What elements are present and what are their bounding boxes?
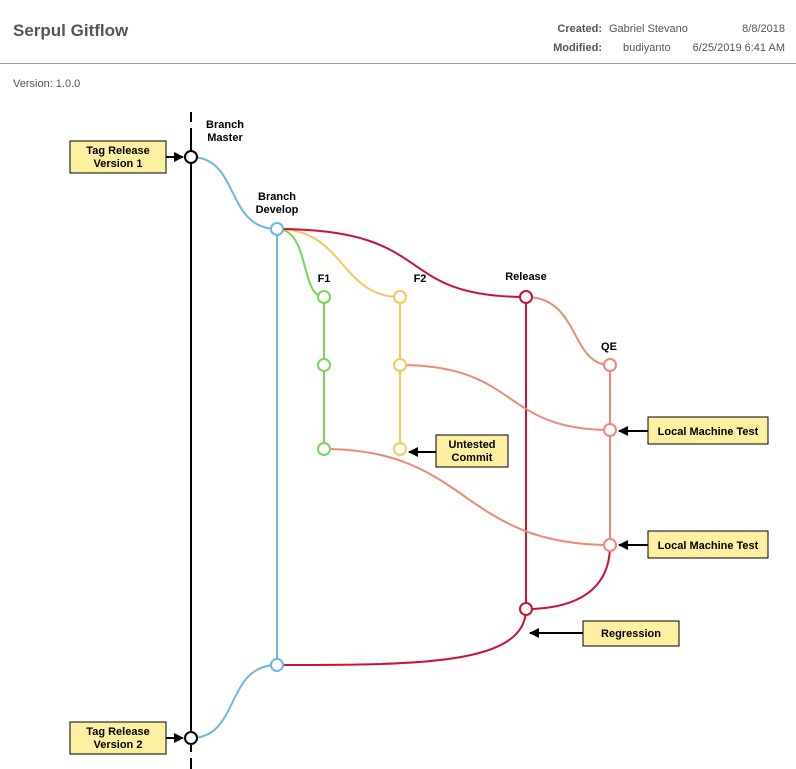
f1-node-1 [317,290,331,304]
created-by: Gabriel Stevano [609,23,688,35]
f2-node-2 [393,358,407,372]
label-qe: QE [601,341,617,353]
modified-date: 6/25/2019 6:41 AM [692,42,785,54]
callout-untested-commit-line2: Commit [452,452,493,464]
callout-untested-commit [435,434,509,468]
callout-local-machine-test-1-label: Local Machine Test [658,426,759,438]
callout-local-machine-test-2-label: Local Machine Test [658,540,759,552]
callout-local-machine-test-1 [647,416,769,445]
modified-by: budiyanto [623,42,671,54]
qe-node-test-1 [603,423,617,437]
modified-label: Modified: [553,42,602,54]
header-divider [0,63,796,64]
callout-tag-release-2-line2: Version 2 [94,739,143,751]
release-branch-out [276,228,527,298]
callout-local-machine-test-2 [647,530,769,559]
release-node-start [519,290,533,304]
created-date: 8/8/2018 [742,23,785,35]
label-branch-master-2: Master [207,132,243,144]
label-branch-master-1: Branch [206,119,244,131]
header: Serpul Gitflow Created: Gabriel Stevano … [0,0,796,64]
f1-node-2 [317,358,331,372]
release-node-end [519,602,533,616]
callout-regression-label: Regression [601,628,661,640]
release-merge-develop [276,608,527,666]
develop-branch-out [190,156,278,230]
callout-untested-commit-line1: Untested [448,439,495,451]
master-node-v2 [184,731,198,745]
f2-node-1 [393,290,407,304]
f1-merge-qe [323,448,611,546]
qe-node-start [603,358,617,372]
created-label: Created: [557,23,602,35]
f1-node-3 [317,442,331,456]
develop-merge-master [190,664,278,739]
develop-node-start [270,222,284,236]
f1-branch-out [276,228,325,298]
callout-tag-release-1-line1: Tag Release [86,145,149,157]
f2-node-3 [393,442,407,456]
label-release: Release [505,271,547,283]
version-label: Version: 1.0.0 [13,78,81,90]
label-branch-develop-2: Develop [256,204,299,216]
callout-tag-release-2 [69,721,167,755]
f2-merge-qe [399,364,611,431]
callout-tag-release-2-line1: Tag Release [86,726,149,738]
document-title: Serpul Gitflow [13,21,129,40]
f2-branch-out [276,228,401,298]
label-f1: F1 [318,273,331,285]
qe-merge-release [525,544,611,610]
qe-node-test-2 [603,538,617,552]
master-node-v1 [184,150,198,164]
label-branch-develop-1: Branch [258,191,296,203]
callout-regression [582,620,680,647]
callout-tag-release-1-line2: Version 1 [94,158,143,170]
label-f2: F2 [414,273,427,285]
develop-node-end [270,658,284,672]
qe-branch-out [525,296,611,366]
